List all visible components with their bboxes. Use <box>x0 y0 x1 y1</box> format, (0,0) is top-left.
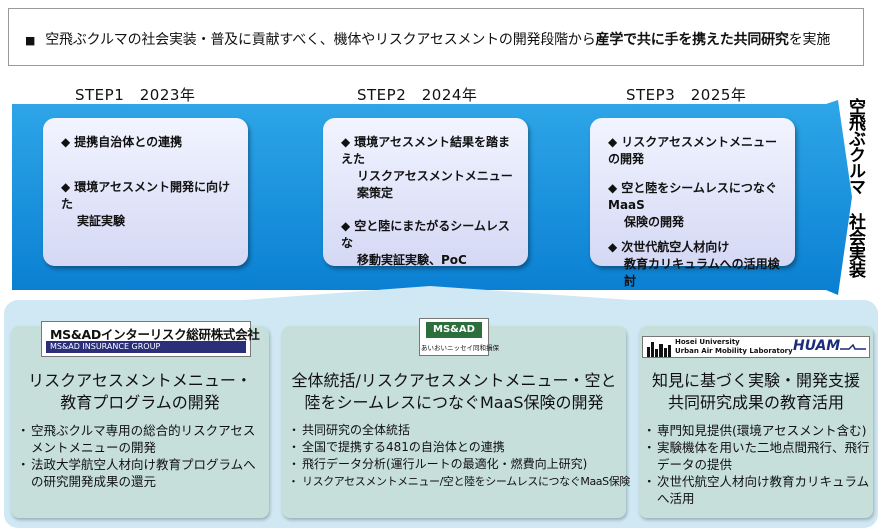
list-item: 飛行データ分析(運行ルートの最適化・燃費向上研究) <box>288 456 624 473</box>
aioi-logo-text: MS&AD <box>426 322 482 338</box>
org-card-interrisk: MS&ADインターリスク総研株式会社 MS&AD INSURANCE GROUP… <box>11 321 269 518</box>
org-card-aioi: MS&AD あいおいニッセイ同和損保 全体統括/リスクアセスメントメニュー・空と… <box>282 318 630 518</box>
step2-item-1: ◆環境アセスメント結果を踏まえたリスクアセスメントメニュー案策定 <box>341 134 518 202</box>
diamond-bullet-icon: ◆ <box>61 135 71 149</box>
list-item: 次世代航空人材向け教育カリキュラムへ活用 <box>643 473 871 507</box>
step1-item-2-line-2: 実証実験 <box>77 214 126 228</box>
header-text-tail: を実施 <box>788 32 831 48</box>
interrisk-logo-bar: MS&AD INSURANCE GROUP <box>46 341 246 353</box>
aircraft-icon <box>840 343 866 350</box>
header-box: ■ 空飛ぶクルマの社会実装・普及に貢献すべく、機体やリスクアセスメントの開発段階か… <box>8 8 864 66</box>
hosei-title: 知見に基づく実験・開発支援 共同研究成果の教育活用 <box>639 370 873 414</box>
step1-item-1: ◆提携自治体との連携 <box>61 134 238 151</box>
hosei-title-line-2: 共同研究成果の教育活用 <box>667 393 844 412</box>
diamond-bullet-icon: ◆ <box>608 240 618 254</box>
interrisk-title-line-1: リスクアセスメントメニュー・ <box>28 371 252 390</box>
list-item: 全国で提携する481の自治体との連携 <box>288 439 624 456</box>
step3-item-3-line-2: 教育カリキュラムへの活用検討 <box>624 257 780 288</box>
aioi-logo: MS&AD あいおいニッセイ同和損保 <box>419 318 499 356</box>
diamond-bullet-icon: ◆ <box>341 219 351 233</box>
step3-item-1-line-1: リスクアセスメントメニューの開発 <box>608 135 777 166</box>
list-item: 実験機体を用いた二地点間飛行、飛行データの提供 <box>643 439 871 473</box>
step3-item-3-line-1: 次世代航空人材向け <box>621 240 730 254</box>
header-text: ■ 空飛ぶクルマの社会実装・普及に貢献すべく、機体やリスクアセスメントの開発段階か… <box>25 29 830 49</box>
step1-item-2: ◆環境アセスメント開発に向けた実証実験 <box>61 179 238 230</box>
step2-item-1-line-1: 環境アセスメント結果を踏まえた <box>341 135 510 166</box>
huam-logo-mark: HUAM <box>793 338 841 354</box>
header-text-bold: 産学で共に手を携えた共同研究 <box>595 32 789 48</box>
social-implementation-title: 空飛ぶクルマ 社会実装 <box>845 98 865 277</box>
square-bullet-icon: ■ <box>25 34 36 47</box>
step3-item-2: ◆空と陸をシームレスにつなぐMaaS 保険の開発 <box>608 180 785 231</box>
aioi-title-line-2: 陸をシームレスにつなぐMaaS保険の開発 <box>304 393 604 412</box>
step2-item-2: ◆空と陸にまたがるシームレスな移動実証実験、PoC <box>341 218 518 269</box>
interrisk-title: リスクアセスメントメニュー・ 教育プログラムの開発 <box>11 370 269 414</box>
huam-logo-lab: Urban Air Mobility Laboratory <box>675 347 793 355</box>
aioi-logo-sub: あいおいニッセイ同和損保 <box>421 344 499 352</box>
step3-item-3: ◆次世代航空人材向け教育カリキュラムへの活用検討 <box>608 239 785 290</box>
list-item: 空飛ぶクルマ専用の総合的リスクアセスメントメニューの開発 <box>17 422 263 456</box>
interrisk-logo-text: MS&ADインターリスク総研株式会社 <box>50 327 260 342</box>
interrisk-title-line-2: 教育プログラムの開発 <box>60 393 220 412</box>
step1-item-2-line-1: 環境アセスメント開発に向けた <box>61 180 230 211</box>
aioi-bullets: 共同研究の全体統括 全国で提携する481の自治体との連携 飛行データ分析(運行ル… <box>288 422 630 490</box>
step1-card: ◆提携自治体との連携 ◆環境アセスメント開発に向けた実証実験 <box>43 118 248 266</box>
city-skyline-icon <box>647 342 671 357</box>
aioi-title-line-1: 全体統括/リスクアセスメントメニュー・空と <box>291 371 617 390</box>
list-item: 法政大学航空人材向け教育プログラムへの研究開発成果の還元 <box>17 456 263 490</box>
huam-logo-university: Hosei University <box>675 338 740 346</box>
aioi-title: 全体統括/リスクアセスメントメニュー・空と 陸をシームレスにつなぐMaaS保険の… <box>282 370 626 414</box>
hosei-bullets: 専門知見提供(環境アセスメント含む) 実験機体を用いた二地点間飛行、飛行データの… <box>643 422 871 507</box>
org-card-hosei: Hosei University Urban Air Mobility Labo… <box>639 326 873 518</box>
step3-label: STEP3 2025年 <box>626 86 747 104</box>
step2-item-2-line-2: 移動実証実験、PoC <box>357 253 467 267</box>
list-item: リスクアセスメントメニュー/空と陸をシームレスにつなぐMaaS保険 <box>288 473 630 490</box>
diamond-bullet-icon: ◆ <box>608 181 618 195</box>
step2-card: ◆環境アセスメント結果を踏まえたリスクアセスメントメニュー案策定 ◆空と陸にまた… <box>323 118 528 269</box>
diamond-bullet-icon: ◆ <box>608 135 618 149</box>
step3-item-1: ◆リスクアセスメントメニューの開発 <box>608 134 785 168</box>
hosei-title-line-1: 知見に基づく実験・開発支援 <box>651 371 860 390</box>
step3-item-2-line-2: 保険の開発 <box>624 215 685 229</box>
huam-logo: Hosei University Urban Air Mobility Labo… <box>642 336 870 358</box>
list-item: 専門知見提供(環境アセスメント含む) <box>643 422 871 439</box>
step2-label: STEP2 2024年 <box>357 86 478 104</box>
header-text-normal: 空飛ぶクルマの社会実装・普及に貢献すべく、機体やリスクアセスメントの開発段階から <box>45 32 596 48</box>
huam-logo-text: Hosei University Urban Air Mobility Labo… <box>675 338 793 356</box>
diamond-bullet-icon: ◆ <box>61 180 71 194</box>
list-item: 共同研究の全体統括 <box>288 422 624 439</box>
interrisk-logo: MS&ADインターリスク総研株式会社 MS&AD INSURANCE GROUP <box>41 321 260 357</box>
step1-item-1-line-1: 提携自治体との連携 <box>74 135 183 149</box>
step3-item-2-line-1: 空と陸をシームレスにつなぐMaaS <box>608 181 777 212</box>
interrisk-logo-sub: MS&AD INSURANCE GROUP <box>50 342 161 351</box>
interrisk-bullets: 空飛ぶクルマ専用の総合的リスクアセスメントメニューの開発 法政大学航空人材向け教… <box>17 422 263 490</box>
diamond-bullet-icon: ◆ <box>341 135 351 149</box>
step2-item-2-line-1: 空と陸にまたがるシームレスな <box>341 219 510 250</box>
step1-label: STEP1 2023年 <box>75 86 196 104</box>
step2-item-1-line-2: リスクアセスメントメニュー案策定 <box>357 169 513 200</box>
